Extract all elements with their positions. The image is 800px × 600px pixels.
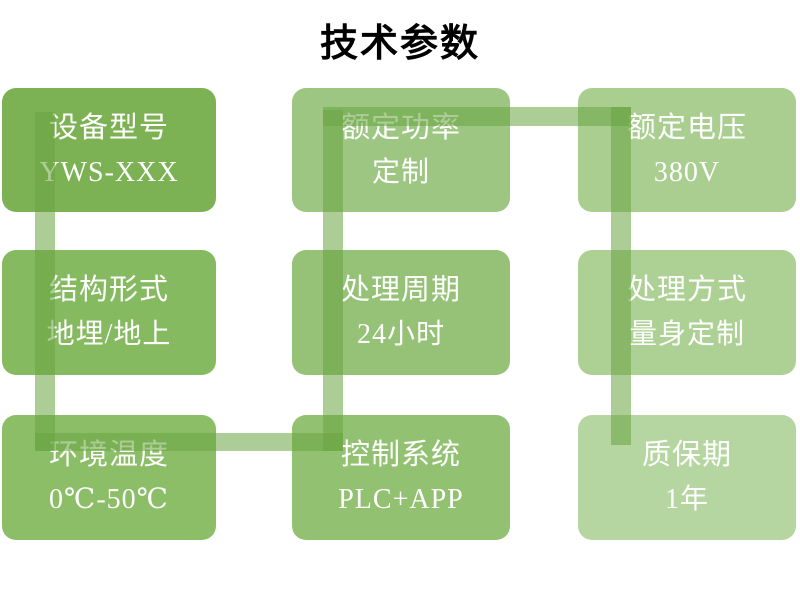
spec-value: YWS-XXX [39,156,179,188]
spec-value: 定制 [371,156,430,188]
spec-value: 0℃-50℃ [49,484,169,515]
spec-label: 结构形式 [48,274,169,306]
spec-label: 处理周期 [340,274,461,306]
spec-value: 1年 [664,484,709,515]
spec-label: 控制系统 [340,439,461,471]
connector-segment-vertical-left [35,112,55,451]
spec-label: 质保期 [641,439,732,471]
spec-label: 处理方式 [626,274,747,306]
spec-value: 地埋/地上 [46,319,172,350]
connector-segment-horizontal-bottom [35,433,343,451]
connector-segment-vertical-middle [323,110,343,451]
spec-value: 量身定制 [628,319,745,350]
page-title: 技术参数 [319,23,480,65]
spec-label: 额定电压 [626,111,747,144]
spec-value: 380V [653,156,721,188]
spec-value: PLC+APP [338,484,464,515]
connector-segment-horizontal-top [323,107,631,126]
connector-segment-vertical-right [611,107,631,445]
spec-label: 设备型号 [48,111,169,144]
spec-value: 24小时 [356,319,445,350]
